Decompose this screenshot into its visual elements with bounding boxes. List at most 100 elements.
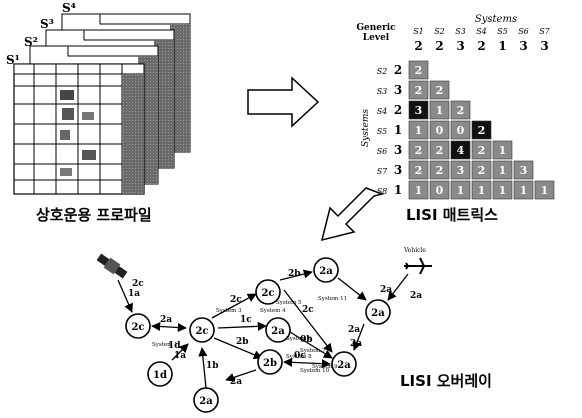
overlay-node-label: 2c — [195, 326, 208, 337]
sheet-label-4: S⁴ — [62, 1, 76, 15]
matrix-corner-label-line1: Generic — [356, 23, 396, 33]
overlay-node-label: 2a — [371, 308, 385, 319]
overlay-edge-label: 2a — [380, 285, 392, 295]
matrix-col-header: S3 — [455, 27, 466, 36]
matrix-col-level: 2 — [435, 39, 443, 53]
matrix-cell: 2 — [478, 144, 486, 157]
matrix-col-level: 3 — [540, 39, 548, 53]
sheet-label-2: S² — [24, 35, 38, 49]
overlay-edge-label: 2c — [302, 305, 314, 315]
matrix-col-header: S5 — [497, 27, 508, 36]
overlay-edge-label: 2c — [230, 295, 242, 305]
overlay-edge-label: 2a — [350, 339, 362, 349]
overlay-system-label: System 10 — [300, 368, 330, 374]
aircraft-label: Vehicle — [403, 247, 426, 254]
matrix-col-header: S4 — [476, 27, 487, 36]
matrix-col-level: 2 — [477, 39, 485, 53]
overlay-system-label: System 11 — [318, 296, 347, 302]
matrix-cell: 4 — [457, 144, 465, 157]
matrix-col-level: 1 — [498, 39, 506, 53]
matrix-row-header: S4 — [377, 107, 388, 116]
matrix-col-header: S1 — [413, 27, 424, 36]
overlay-node-label: 2a — [337, 360, 351, 371]
overlay-edge-label: 1a — [128, 289, 140, 299]
matrix-cell: 3 — [457, 164, 465, 177]
matrix-cell: 3 — [415, 104, 423, 117]
matrix-cell: 2 — [478, 164, 486, 177]
overlay-system-label: System 3 — [216, 308, 242, 314]
matrix-cell: 1 — [499, 184, 507, 197]
overlay-edge-label: 2a — [160, 315, 172, 325]
overlay-edge-label: 2b — [236, 337, 249, 347]
matrix-col-level: 2 — [414, 39, 422, 53]
matrix-row-header: S6 — [377, 147, 388, 156]
matrix-row-group-label: Systems — [361, 109, 371, 147]
matrix-cell: 2 — [436, 84, 444, 97]
matrix-row-level: 2 — [394, 63, 402, 77]
matrix-cell: 1 — [415, 124, 423, 137]
matrix-cell: 2 — [415, 84, 423, 97]
overlay-network: Vehicle 2c1a2a2c1c2b1d0b1a1b2a2b2c0c2a2a… — [0, 240, 582, 414]
matrix-cell: 2 — [415, 144, 423, 157]
matrix-col-level: 3 — [456, 39, 464, 53]
matrix-row-level: 2 — [394, 103, 402, 117]
overlay-system-label: System 1 — [152, 342, 178, 348]
matrix-row-level: 3 — [394, 163, 402, 177]
matrix-cell: 1 — [415, 184, 423, 197]
interoperability-profile: S⁴ S³ S² S¹ 상호운용 프로파일 — [0, 0, 200, 215]
satellite-icon — [95, 252, 128, 280]
matrix-row-level: 1 — [394, 123, 402, 137]
matrix-cell: 2 — [415, 164, 423, 177]
matrix-row-header: S2 — [377, 67, 388, 76]
matrix-cell: 2 — [478, 124, 486, 137]
matrix-cell: 1 — [541, 184, 549, 197]
matrix-cell: 1 — [436, 104, 444, 117]
matrix-row-header: S3 — [377, 87, 388, 96]
matrix-col-header: S7 — [539, 27, 550, 36]
matrix-cell: 2 — [436, 164, 444, 177]
overlay-edge-label: 2c — [132, 279, 144, 289]
matrix-cell: 2 — [436, 144, 444, 157]
matrix-cell: 2 — [457, 104, 465, 117]
matrix-cell: 3 — [520, 164, 528, 177]
matrix-col-header: S6 — [518, 27, 529, 36]
matrix-cell: 1 — [499, 164, 507, 177]
matrix-col-level: 3 — [519, 39, 527, 53]
matrix-col-header: S2 — [434, 27, 445, 36]
overlay-edge-label: 2a — [348, 325, 360, 335]
overlay-edge-label: 1b — [206, 361, 219, 371]
sheet-label-3: S³ — [40, 17, 54, 31]
overlay-system-label: System 5 — [276, 300, 302, 306]
profile-caption: 상호운용 프로파일 — [36, 204, 152, 225]
matrix-row-level: 1 — [394, 183, 402, 197]
overlay-edge-label: 2a — [230, 377, 242, 387]
sheet-label-1: S¹ — [6, 53, 20, 67]
matrix-cell: 0 — [457, 124, 465, 137]
matrix-cell: 0 — [436, 184, 444, 197]
overlay-system-label: System 4 — [260, 308, 286, 314]
overlay-node-label: 2c — [261, 288, 274, 299]
matrix-cell: 0 — [436, 124, 444, 137]
matrix-cell: 1 — [499, 144, 507, 157]
aircraft-icon — [404, 258, 432, 274]
overlay-system-label: System 8 — [286, 354, 312, 360]
overlay-edge-label: 2b — [288, 269, 301, 279]
overlay-system-label: System 6 — [286, 336, 312, 342]
overlay-caption: LISI 오버레이 — [400, 370, 492, 391]
overlay-edge-label: 1c — [240, 315, 252, 325]
lisi-matrix: Generic Level Systems Systems S1S2S3S4S5… — [346, 0, 582, 210]
overlay-node-label: 2a — [199, 396, 213, 407]
profile-sheets: S⁴ S³ S² S¹ — [0, 0, 200, 200]
matrix-cell: 1 — [520, 184, 528, 197]
matrix-header-group: Systems — [475, 14, 517, 25]
down-left-arrow-icon — [316, 186, 386, 246]
overlay-node-label: 2c — [131, 322, 144, 333]
matrix-row-level: 3 — [394, 83, 402, 97]
matrix-row-level: 3 — [394, 143, 402, 157]
matrix-caption: LISI 매트릭스 — [406, 204, 498, 225]
overlay-node-label: 1d — [153, 370, 167, 381]
overlay-edge-label: 1a — [174, 351, 186, 361]
matrix-cell: 2 — [415, 64, 423, 77]
